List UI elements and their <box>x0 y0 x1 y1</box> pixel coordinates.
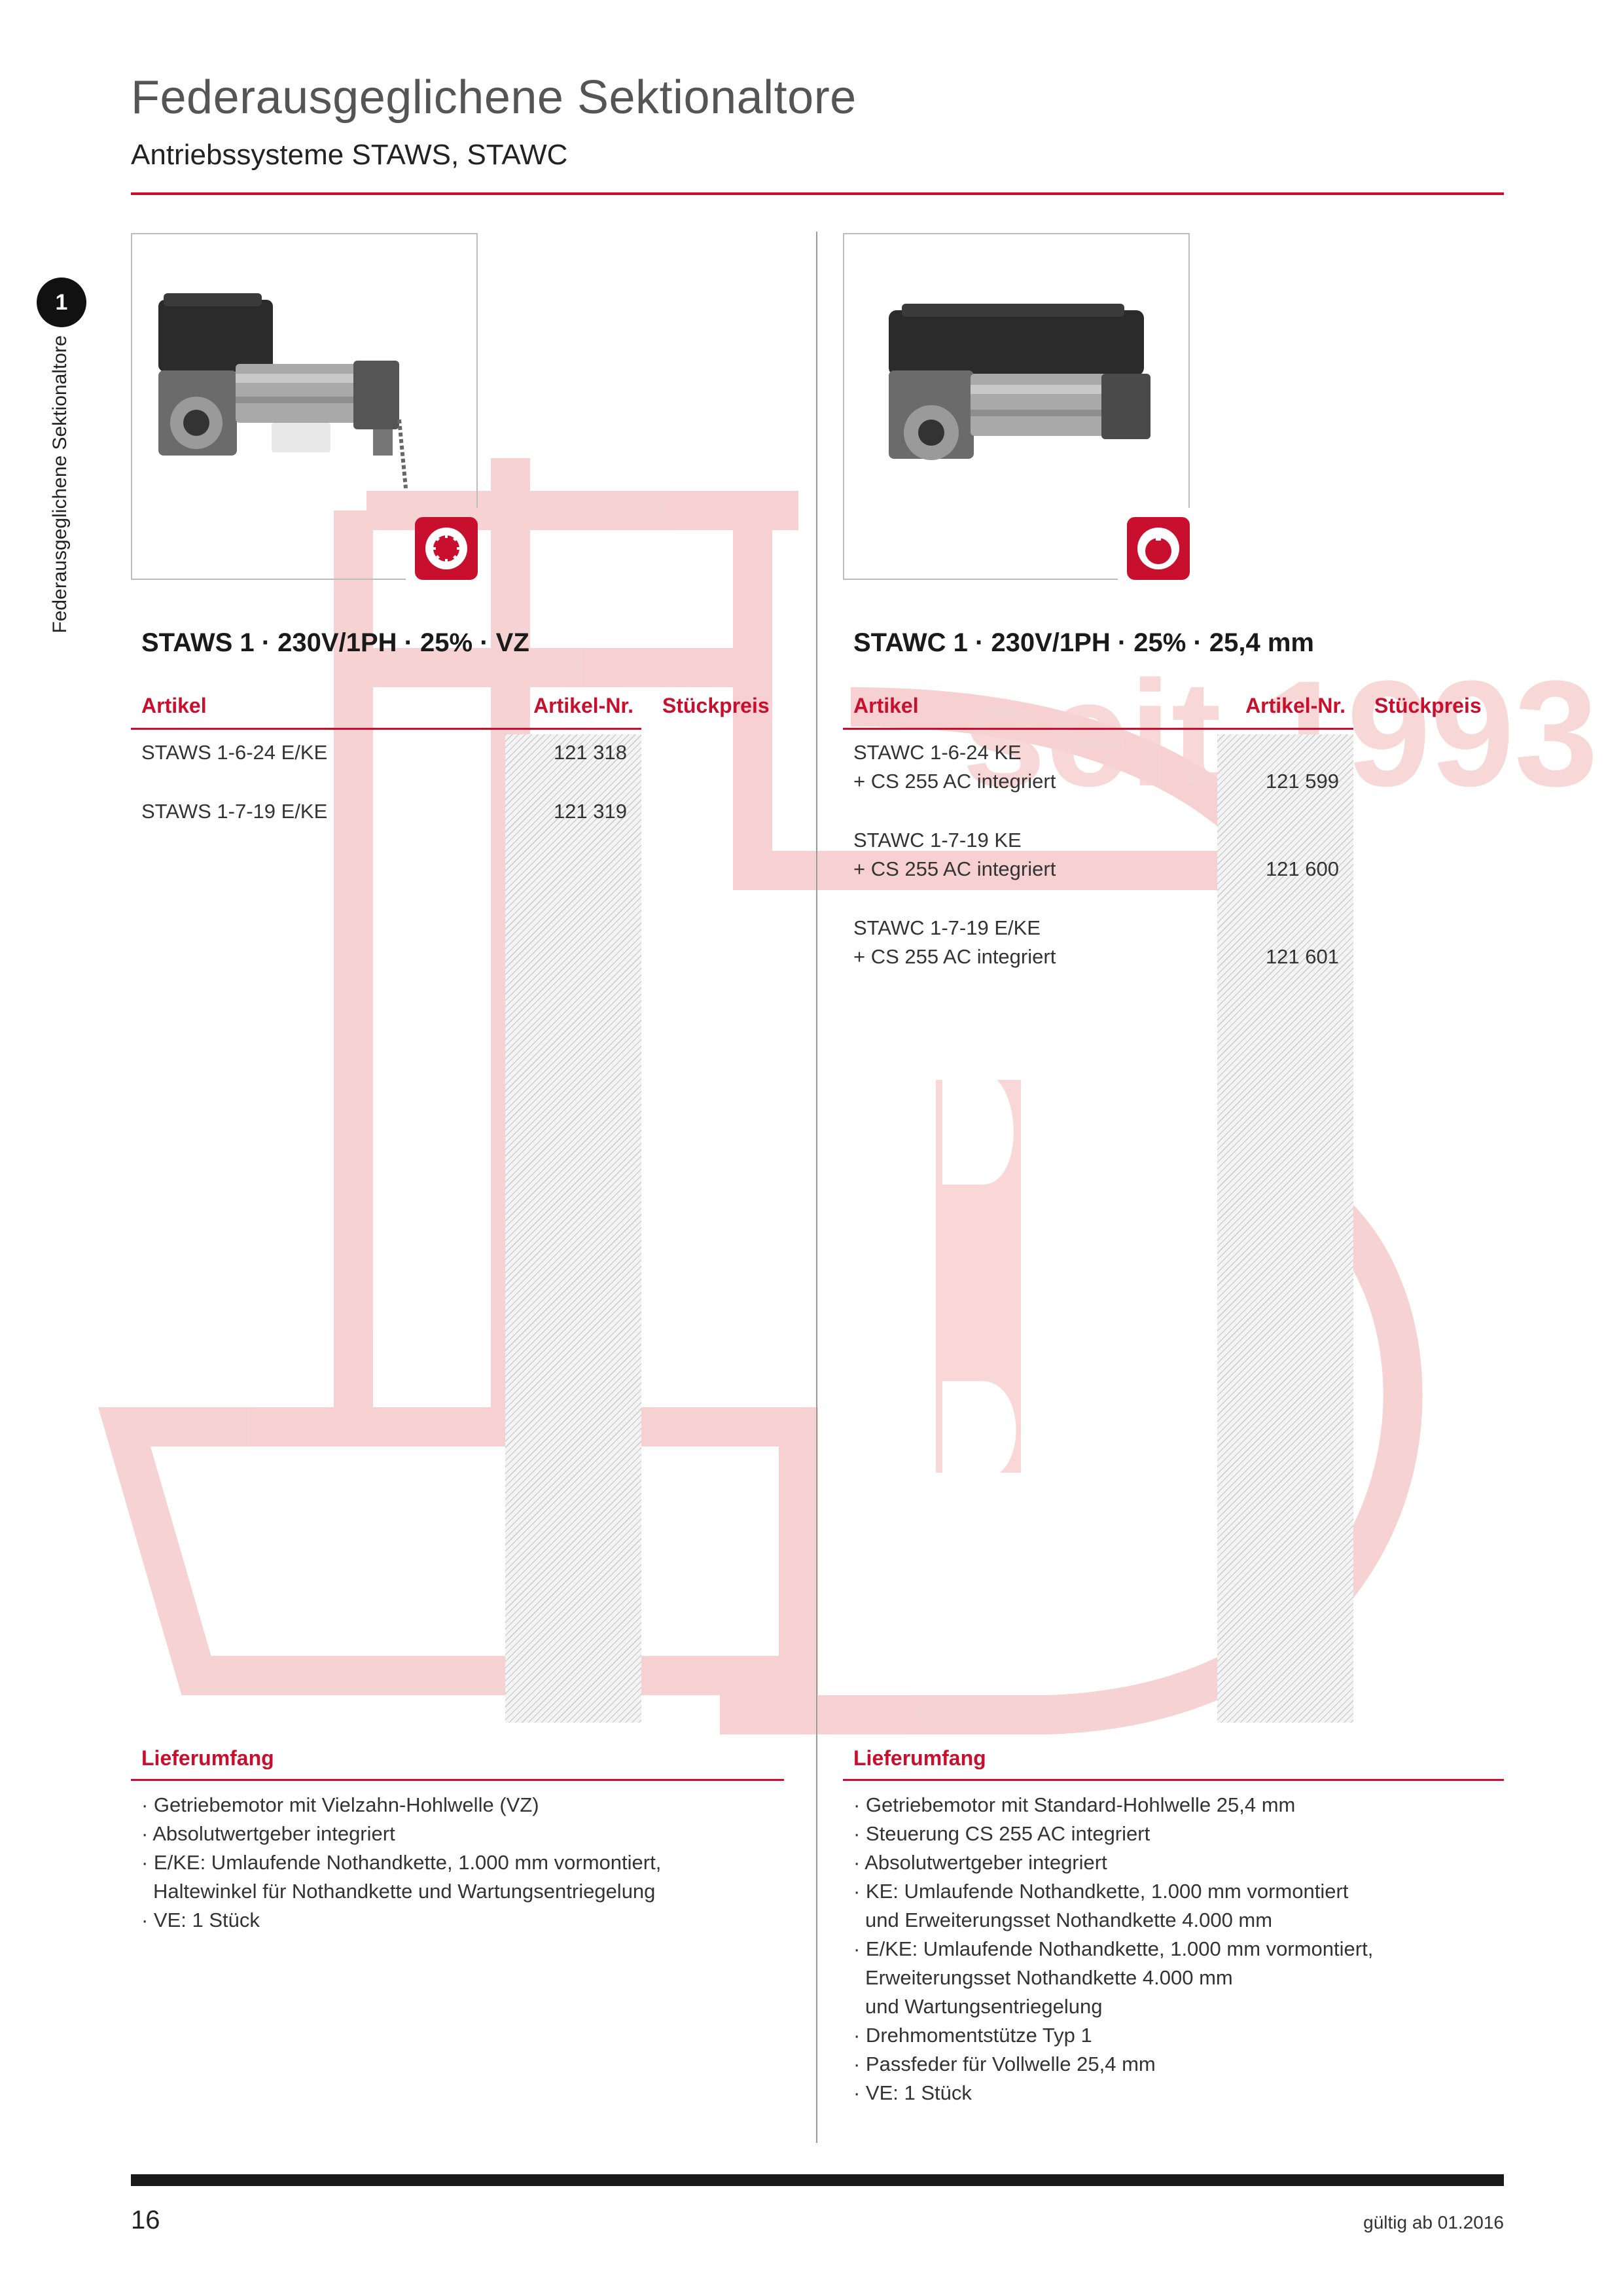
table-row-artikel-nr: 121 600 <box>1265 857 1339 880</box>
table-row-artikel-nr: 121 318 <box>553 741 627 764</box>
product-title-staws: STAWS 1 · 230V/1PH · 25% · VZ <box>141 628 529 657</box>
list-item: · E/KE: Umlaufende Nothandkette, 1.000 m… <box>853 1937 1374 1960</box>
lieferumfang-title: Lieferumfang <box>141 1746 274 1770</box>
list-item: · Absolutwertgeber integriert <box>853 1851 1107 1874</box>
gear-motor-staws-image <box>158 293 408 489</box>
lieferumfang-rule <box>131 1779 784 1781</box>
page-subtitle: Antriebssysteme STAWS, STAWC <box>131 139 568 171</box>
list-item: und Erweiterungsset Nothandkette 4.000 m… <box>865 1909 1273 1931</box>
multi-spline-hollow-shaft-icon <box>415 517 478 580</box>
list-item: · Getriebemotor mit Vielzahn-Hohlwelle (… <box>141 1793 539 1816</box>
table-row-artikel-sub: + CS 255 AC integriert <box>853 770 1056 793</box>
list-item: · Steuerung CS 255 AC integriert <box>853 1822 1150 1845</box>
header-rule <box>131 192 1504 195</box>
th-artikel: Artikel <box>853 694 919 717</box>
lieferumfang-title: Lieferumfang <box>853 1746 986 1770</box>
th-stueckpreis: Stückpreis <box>662 694 770 717</box>
footer-bar <box>131 2174 1504 2186</box>
gear-motor-stawc-image <box>889 304 1150 460</box>
th-stueckpreis: Stückpreis <box>1374 694 1482 717</box>
table-row-artikel: STAWC 1-7-19 E/KE <box>853 916 1041 939</box>
validity-note: gültig ab 01.2016 <box>1363 2212 1504 2233</box>
list-item: · KE: Umlaufende Nothandkette, 1.000 mm … <box>853 1880 1349 1903</box>
table-row-artikel-sub: + CS 255 AC integriert <box>853 857 1056 880</box>
product-image-staws <box>131 233 478 580</box>
column-divider <box>816 232 817 2143</box>
list-item: · Drehmomentstütze Typ 1 <box>853 2024 1092 2047</box>
page-number: 16 <box>131 2206 160 2234</box>
product-title-stawc: STAWC 1 · 230V/1PH · 25% · 25,4 mm <box>853 628 1314 657</box>
th-artikel: Artikel <box>141 694 207 717</box>
list-item: · VE: 1 Stück <box>853 2081 972 2104</box>
artikel-nr-column-shading <box>505 734 641 1723</box>
standard-hollow-shaft-icon <box>1127 517 1190 580</box>
lieferumfang-rule <box>843 1779 1504 1781</box>
th-artikel-nr: Artikel-Nr. <box>1245 694 1346 717</box>
table-row-artikel-nr: 121 319 <box>553 800 627 823</box>
list-item: · E/KE: Umlaufende Nothandkette, 1.000 m… <box>141 1851 662 1874</box>
table-header-rule <box>843 728 1353 730</box>
list-item: Haltewinkel für Nothandkette und Wartung… <box>153 1880 656 1903</box>
table-row-artikel: STAWC 1-7-19 KE <box>853 829 1022 852</box>
list-item: Erweiterungsset Nothandkette 4.000 mm <box>865 1966 1233 1989</box>
list-item: · VE: 1 Stück <box>141 1909 260 1931</box>
table-row-artikel: STAWS 1-7-19 E/KE <box>141 800 328 823</box>
list-item: · Passfeder für Vollwelle 25,4 mm <box>853 2053 1156 2075</box>
list-item: und Wartungsentriegelung <box>865 1995 1103 2018</box>
page-title: Federausgeglichene Sektionaltore <box>131 71 857 124</box>
table-row-artikel: STAWS 1-6-24 E/KE <box>141 741 328 764</box>
table-row-artikel: STAWC 1-6-24 KE <box>853 741 1022 764</box>
lieferumfang-list-staws: · Getriebemotor mit Vielzahn-Hohlwelle (… <box>141 1791 661 1935</box>
list-item: · Getriebemotor mit Standard-Hohlwelle 2… <box>853 1793 1296 1816</box>
table-header-rule <box>131 728 641 730</box>
table-row-artikel-sub: + CS 255 AC integriert <box>853 945 1056 968</box>
chapter-side-label: Federausgeglichene Sektionaltore <box>49 335 71 634</box>
list-item: · Absolutwertgeber integriert <box>141 1822 395 1845</box>
table-row-artikel-nr: 121 599 <box>1265 770 1339 793</box>
lieferumfang-list-stawc: · Getriebemotor mit Standard-Hohlwelle 2… <box>853 1791 1373 2108</box>
table-row-artikel-nr: 121 601 <box>1265 945 1339 968</box>
chapter-badge: 1 <box>37 278 86 327</box>
th-artikel-nr: Artikel-Nr. <box>533 694 633 717</box>
